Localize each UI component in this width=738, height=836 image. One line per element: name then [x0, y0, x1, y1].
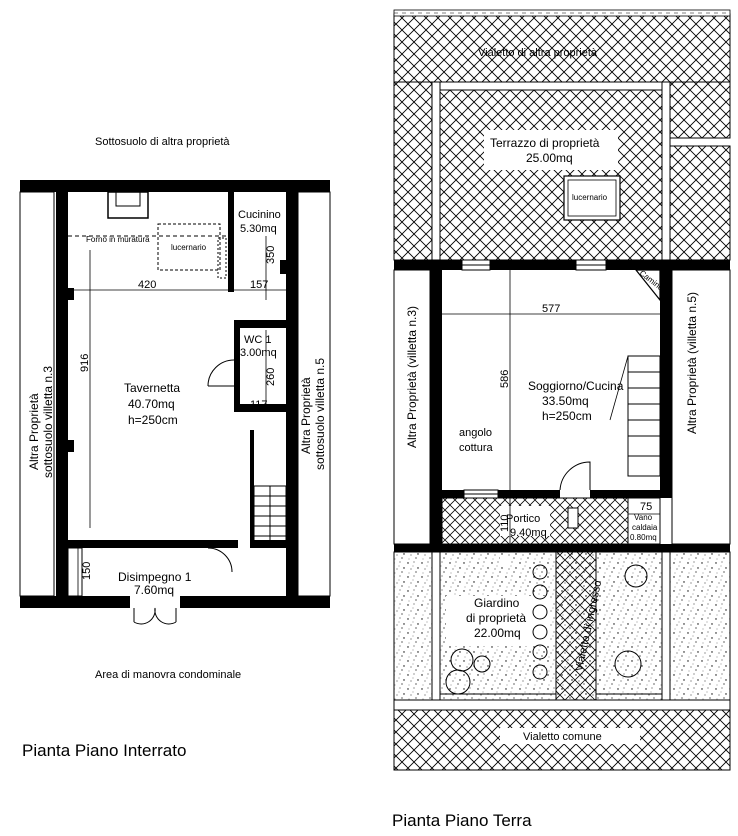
- dim-350: 350: [265, 246, 277, 264]
- vialetto-comune-label: Vialetto comune: [523, 731, 602, 743]
- tavernetta-area: 40.70mq: [128, 397, 175, 411]
- dim-586: 586: [499, 370, 511, 388]
- basement-right-side-2: sottosuolo villetta n.5: [313, 358, 327, 470]
- ground-plan: [393, 9, 731, 771]
- dim-117: 117: [250, 399, 268, 411]
- dim-420: 420: [138, 279, 156, 291]
- wc-name: WC 1: [244, 334, 272, 346]
- dim-75: 75: [640, 501, 652, 513]
- label-basement-lucernario: lucernario: [171, 243, 207, 252]
- basement-bottom-label: Area di manovra condominale: [95, 669, 241, 681]
- label-ground-lucernario: lucernario: [572, 193, 608, 202]
- basement-title: Pianta Piano Interrato: [22, 741, 186, 760]
- angolo-2: cottura: [459, 442, 494, 454]
- label-forno: Forno in muratura: [86, 235, 150, 244]
- basement-lucernario: [157, 223, 221, 271]
- ground-left-side: Altra Proprietà (villetta n.3): [405, 306, 419, 448]
- basement-top-label: Sottosuolo di altra proprietà: [95, 136, 230, 148]
- giardino-name-1: Giardino: [474, 596, 520, 610]
- vialetto-top-label: Vialetto di altra proprietà: [478, 47, 598, 59]
- ground-title: Pianta Piano Terra: [392, 811, 532, 830]
- ground-right-wall: [660, 260, 672, 496]
- disimpegno-name: Disimpegno 1: [118, 570, 192, 584]
- dim-577: 577: [542, 303, 560, 315]
- basement-right-side-1: Altra Proprietà: [299, 377, 313, 454]
- portico-area: 9.40mq: [510, 527, 547, 539]
- dim-150: 150: [81, 562, 93, 580]
- vano-2: caldaia: [632, 523, 658, 532]
- terrazzo: [439, 89, 663, 261]
- basement-left-side-1: Altra Proprietà: [27, 393, 41, 470]
- terrazzo-area: 25.00mq: [526, 151, 573, 165]
- ground-right-side: Altra Proprietà (villetta n.5): [685, 292, 699, 434]
- ground-lucernario: [563, 175, 621, 221]
- basement-plan: Sottosuolo di altra proprietà: [19, 136, 331, 625]
- cucinino-area: 5.30mq: [240, 223, 277, 235]
- soggiorno-height: h=250cm: [542, 409, 592, 423]
- vano-1: Vano: [634, 513, 653, 522]
- giardino-area: 22.00mq: [474, 626, 521, 640]
- basement-left-wall: [56, 180, 68, 608]
- ground-left-wall: [430, 260, 442, 552]
- camino: [634, 269, 661, 302]
- wc-area: 3.00mq: [240, 347, 277, 359]
- angolo-1: angolo: [459, 427, 492, 439]
- tavernetta-name: Tavernetta: [124, 381, 180, 395]
- portico-name: Portico: [506, 513, 540, 525]
- soggiorno-area: 33.50mq: [542, 394, 589, 408]
- basement-right-wall: [286, 180, 298, 608]
- dim-110: 110: [499, 514, 511, 532]
- dim-157: 157: [250, 279, 268, 291]
- cucinino-name: Cucinino: [238, 209, 281, 221]
- soggiorno-name: Soggiorno/Cucina: [528, 379, 624, 393]
- basement-top-wall: [20, 180, 330, 192]
- dim-260: 260: [265, 368, 277, 386]
- disimpegno-area: 7.60mq: [134, 583, 174, 597]
- giardino-name-2: di proprietà: [466, 611, 526, 625]
- forno-in-muratura: [107, 191, 149, 219]
- tavernetta-height: h=250cm: [128, 413, 178, 427]
- dim-916: 916: [79, 354, 91, 372]
- basement-left-side-2: sottosuolo villetta n.3: [41, 366, 55, 478]
- vano-3: 0.80mq: [630, 533, 657, 542]
- ground-top-wall: [394, 260, 730, 270]
- terrazzo-name: Terrazzo di proprietà: [490, 136, 600, 150]
- ground-stair: [627, 355, 661, 477]
